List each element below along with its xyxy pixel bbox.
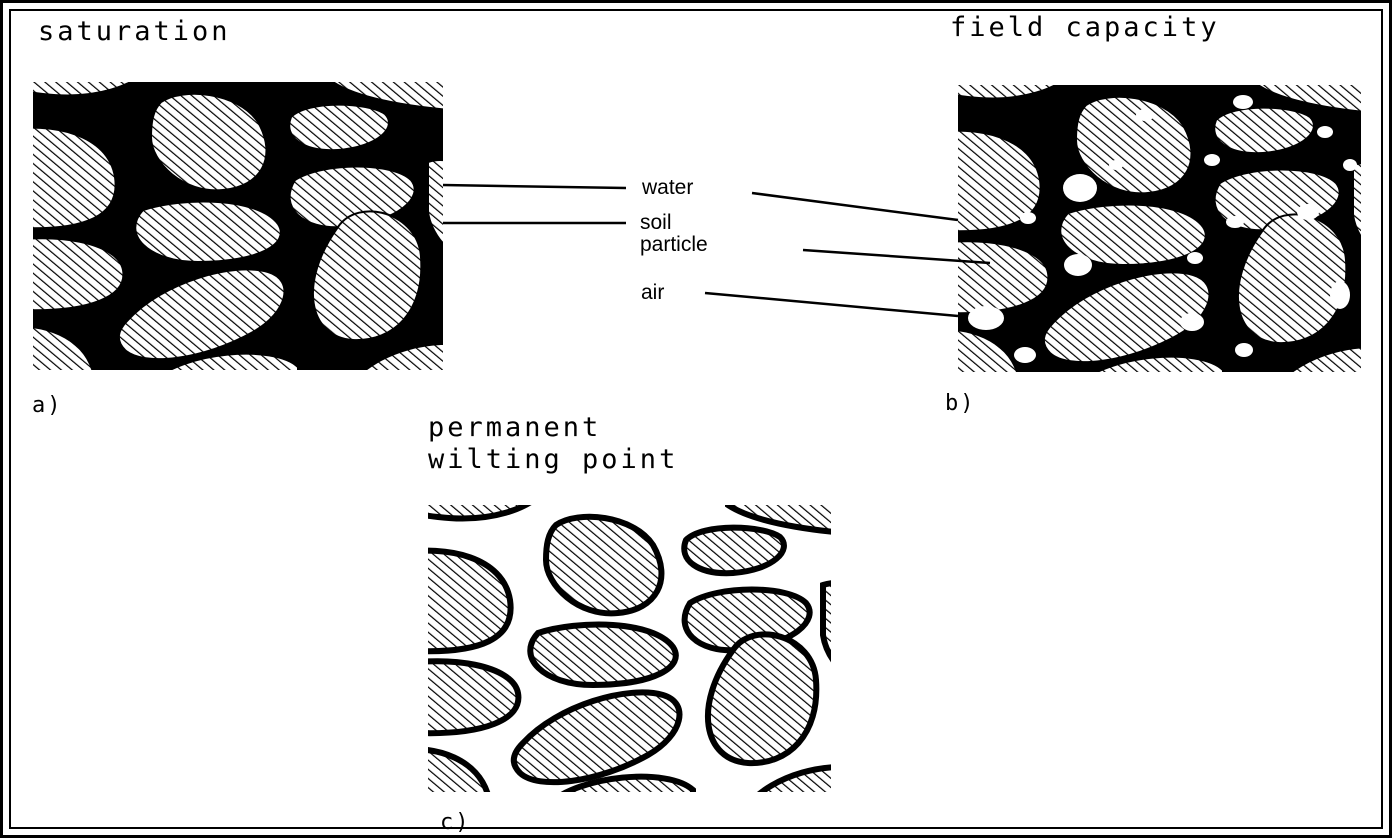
saturation-panel [0, 62, 483, 392]
water-label: water [642, 177, 693, 199]
saturation-title: saturation [38, 16, 231, 48]
air-leader-right [705, 293, 958, 316]
panel-b-label: b) [945, 391, 976, 416]
field-capacity-panel [918, 65, 1392, 395]
soil-particle-label: soil particle [640, 212, 708, 256]
panel-c-label: c) [440, 810, 471, 835]
water-leader-left [443, 185, 626, 188]
air-label: air [641, 282, 664, 304]
wilting-point-title: permanent wilting point [428, 412, 678, 476]
leader-lines [443, 185, 990, 316]
field-capacity-title: field capacity [950, 12, 1220, 44]
panel-a-label: a) [32, 393, 63, 418]
water-leader-right [752, 193, 958, 220]
wilting-point-panel [388, 485, 878, 815]
